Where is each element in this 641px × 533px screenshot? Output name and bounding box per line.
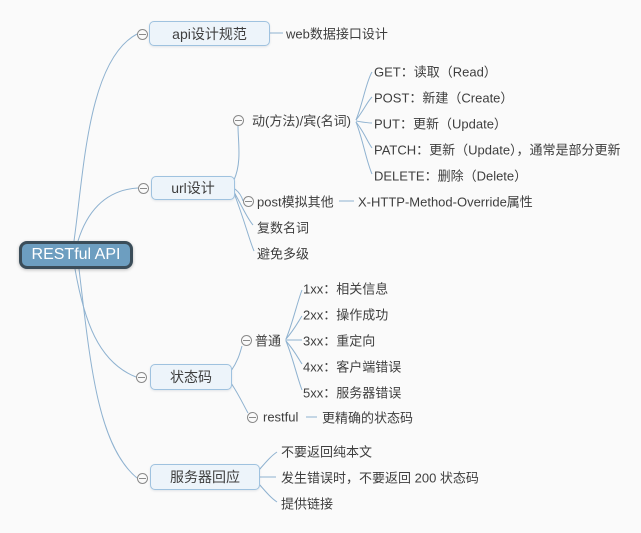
node-status-code[interactable]: 状态码 bbox=[150, 364, 232, 390]
topic-verb-noun[interactable]: 动(方法)/宾(名词) bbox=[252, 113, 351, 129]
topic-provide-links[interactable]: 提供链接 bbox=[281, 496, 334, 512]
topic-2xx-success[interactable]: 2xx：操作成功 bbox=[303, 307, 389, 323]
topic-get-read[interactable]: GET：读取（Read） bbox=[374, 64, 497, 80]
topic-precise-status-code[interactable]: 更精确的状态码 bbox=[322, 410, 414, 426]
topic-plural-nouns[interactable]: 复数名词 bbox=[257, 220, 310, 236]
root-node-label: RESTful API bbox=[31, 246, 121, 263]
node-server-response-label: 服务器回应 bbox=[170, 469, 240, 485]
topic-delete-delete[interactable]: DELETE：删除（Delete） bbox=[374, 168, 528, 184]
topic-1xx-info[interactable]: 1xx：相关信息 bbox=[303, 281, 389, 297]
topic-avoid-multilevel[interactable]: 避免多级 bbox=[257, 246, 310, 262]
node-server-response[interactable]: 服务器回应 bbox=[150, 464, 260, 490]
topic-post-create[interactable]: POST：新建（Create） bbox=[374, 90, 514, 106]
topic-x-http-method-override[interactable]: X-HTTP-Method-Override属性 bbox=[358, 194, 533, 210]
collapse-icon-api-design[interactable] bbox=[137, 29, 148, 40]
topic-5xx-server-error[interactable]: 5xx：服务器错误 bbox=[303, 385, 402, 401]
node-url-design[interactable]: url设计 bbox=[151, 176, 235, 200]
topic-restful-status[interactable]: restful bbox=[263, 409, 299, 425]
common-status-fan-connectors bbox=[285, 289, 303, 391]
topic-common-status[interactable]: 普通 bbox=[255, 333, 282, 349]
node-api-design-spec-label: api设计规范 bbox=[172, 25, 247, 42]
root-node[interactable]: RESTful API bbox=[19, 241, 133, 269]
collapse-icon-post-simulate[interactable] bbox=[243, 196, 254, 207]
topic-post-simulate[interactable]: post模拟其他 bbox=[257, 194, 334, 210]
topic-no-plain-text[interactable]: 不要返回纯本文 bbox=[281, 444, 373, 460]
topic-put-update[interactable]: PUT：更新（Update） bbox=[374, 116, 507, 132]
collapse-icon-server-response[interactable] bbox=[137, 473, 148, 484]
url-design-connectors bbox=[233, 125, 255, 252]
server-response-connectors bbox=[258, 451, 278, 503]
node-status-code-label: 状态码 bbox=[170, 369, 212, 385]
collapse-icon-verb-noun[interactable] bbox=[233, 115, 244, 126]
collapse-icon-status-code[interactable] bbox=[136, 372, 147, 383]
topic-web-data-interface[interactable]: web数据接口设计 bbox=[286, 26, 388, 42]
collapse-icon-url-design[interactable] bbox=[138, 183, 149, 194]
collapse-icon-restful-status[interactable] bbox=[247, 412, 258, 423]
node-url-design-label: url设计 bbox=[171, 180, 215, 196]
status-code-connectors bbox=[230, 345, 249, 414]
topic-patch-update[interactable]: PATCH：更新（Update），通常是部分更新 bbox=[374, 142, 621, 158]
verb-noun-fan-connectors bbox=[355, 71, 373, 175]
root-branch-connectors bbox=[73, 33, 139, 479]
topic-3xx-redirect[interactable]: 3xx：重定向 bbox=[303, 333, 376, 349]
collapse-icon-common-status[interactable] bbox=[241, 335, 252, 346]
node-api-design-spec[interactable]: api设计规范 bbox=[149, 21, 270, 46]
topic-no-200-on-error[interactable]: 发生错误时，不要返回 200 状态码 bbox=[281, 470, 479, 486]
topic-4xx-client-error[interactable]: 4xx：客户端错误 bbox=[303, 359, 402, 375]
